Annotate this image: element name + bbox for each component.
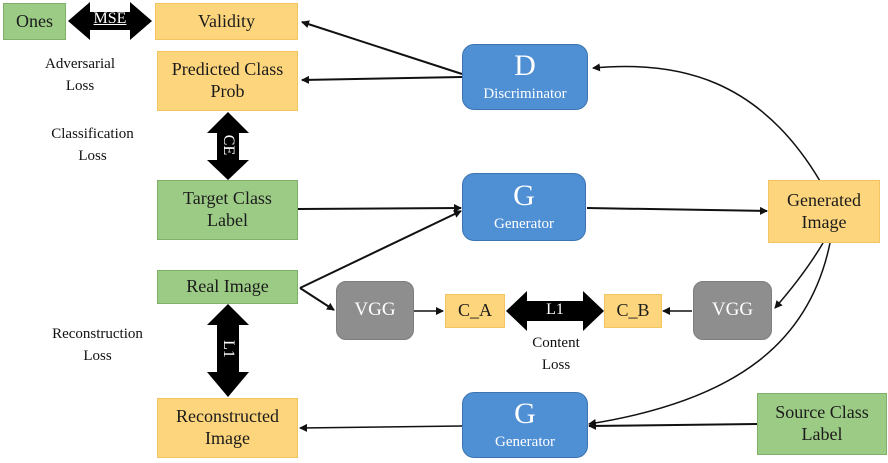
validity-label: Validity — [198, 10, 255, 31]
target-class-label-label: Target Class Label — [183, 188, 272, 230]
generated-image-label: Generated Image — [787, 189, 861, 232]
c-a-box[interactable]: C_A — [445, 294, 505, 328]
l1-content-loss-arrow — [506, 291, 604, 331]
reconstructed-image-box[interactable]: Reconstructed Image — [157, 398, 298, 458]
l1-reconstruction-loss-arrow — [207, 304, 249, 397]
mse-loss-arrow — [68, 2, 152, 40]
classification-loss-line1: Classification — [51, 126, 134, 142]
validity-box[interactable]: Validity — [155, 3, 298, 40]
source-class-label-label: Source Class Label — [775, 402, 869, 444]
vgg-right-box[interactable]: VGG — [693, 281, 772, 340]
vgg-left-box[interactable]: VGG — [336, 281, 414, 340]
edge-generated-to-generator-bottom — [588, 242, 831, 427]
l1-reconstruction-label: L1 — [220, 340, 237, 358]
edge-generated-to-discriminator — [592, 63, 821, 182]
edge-generated-to-vgg — [774, 242, 824, 309]
predicted-class-prob-box[interactable]: Predicted Class Prob — [157, 51, 298, 111]
edge-real-to-generator — [299, 210, 462, 289]
generator-bottom-box[interactable]: G Generator — [462, 392, 588, 458]
edge-real-to-vgg — [299, 287, 335, 311]
c-a-label: C_A — [457, 300, 492, 321]
classification-loss-label: Classification Loss — [30, 124, 155, 168]
discriminator-box[interactable]: D Discriminator — [462, 44, 588, 110]
vgg-left-label: VGG — [354, 299, 396, 321]
c-b-label: C_B — [616, 300, 650, 321]
edge-target-to-generator — [297, 204, 462, 213]
generator-top-symbol: G — [513, 179, 535, 212]
discriminator-name: Discriminator — [483, 86, 567, 102]
real-image-box[interactable]: Real Image — [157, 270, 298, 304]
edge-discriminator-to-validity — [301, 20, 463, 75]
content-loss-line1: Content — [532, 335, 580, 351]
content-loss-line2: Loss — [541, 356, 571, 373]
mse-label: MSE — [93, 10, 127, 27]
ones-box[interactable]: Ones — [3, 3, 66, 40]
ones-label: Ones — [16, 10, 53, 31]
target-class-label-box[interactable]: Target Class Label — [157, 180, 298, 240]
edge-generator-to-generated — [586, 206, 768, 215]
edge-source-to-generator — [588, 421, 758, 430]
reconstruction-loss-line1: Reconstruction — [52, 326, 143, 342]
generated-image-box[interactable]: Generated Image — [768, 180, 880, 243]
ce-label: CE — [220, 134, 237, 156]
l1-content-label: L1 — [546, 301, 564, 318]
reconstruction-loss-line2: Loss — [83, 347, 112, 364]
edge-generator-to-reconstructed — [299, 423, 463, 432]
content-loss-label: Content Loss — [520, 333, 592, 377]
edge-discriminator-to-predicted — [301, 75, 463, 84]
source-class-label-box[interactable]: Source Class Label — [757, 393, 887, 455]
generator-bottom-symbol: G — [514, 397, 536, 430]
generator-bottom-name: Generator — [495, 434, 555, 450]
reconstruction-loss-label: Reconstruction Loss — [30, 324, 165, 368]
predicted-class-prob-label: Predicted Class Prob — [171, 59, 284, 101]
adversarial-loss-label: Adversarial Loss — [30, 54, 130, 98]
ce-loss-arrow — [207, 112, 249, 180]
generator-top-name: Generator — [494, 216, 554, 232]
discriminator-symbol: D — [514, 49, 536, 82]
adversarial-loss-line1: Adversarial — [45, 56, 115, 72]
generator-top-box[interactable]: G Generator — [462, 173, 586, 241]
real-image-label: Real Image — [186, 276, 269, 297]
c-b-box[interactable]: C_B — [604, 294, 662, 328]
vgg-right-label: VGG — [711, 299, 754, 321]
classification-loss-line2: Loss — [78, 147, 107, 164]
adversarial-loss-line2: Loss — [65, 77, 95, 94]
reconstructed-image-label: Reconstructed Image — [176, 406, 279, 448]
